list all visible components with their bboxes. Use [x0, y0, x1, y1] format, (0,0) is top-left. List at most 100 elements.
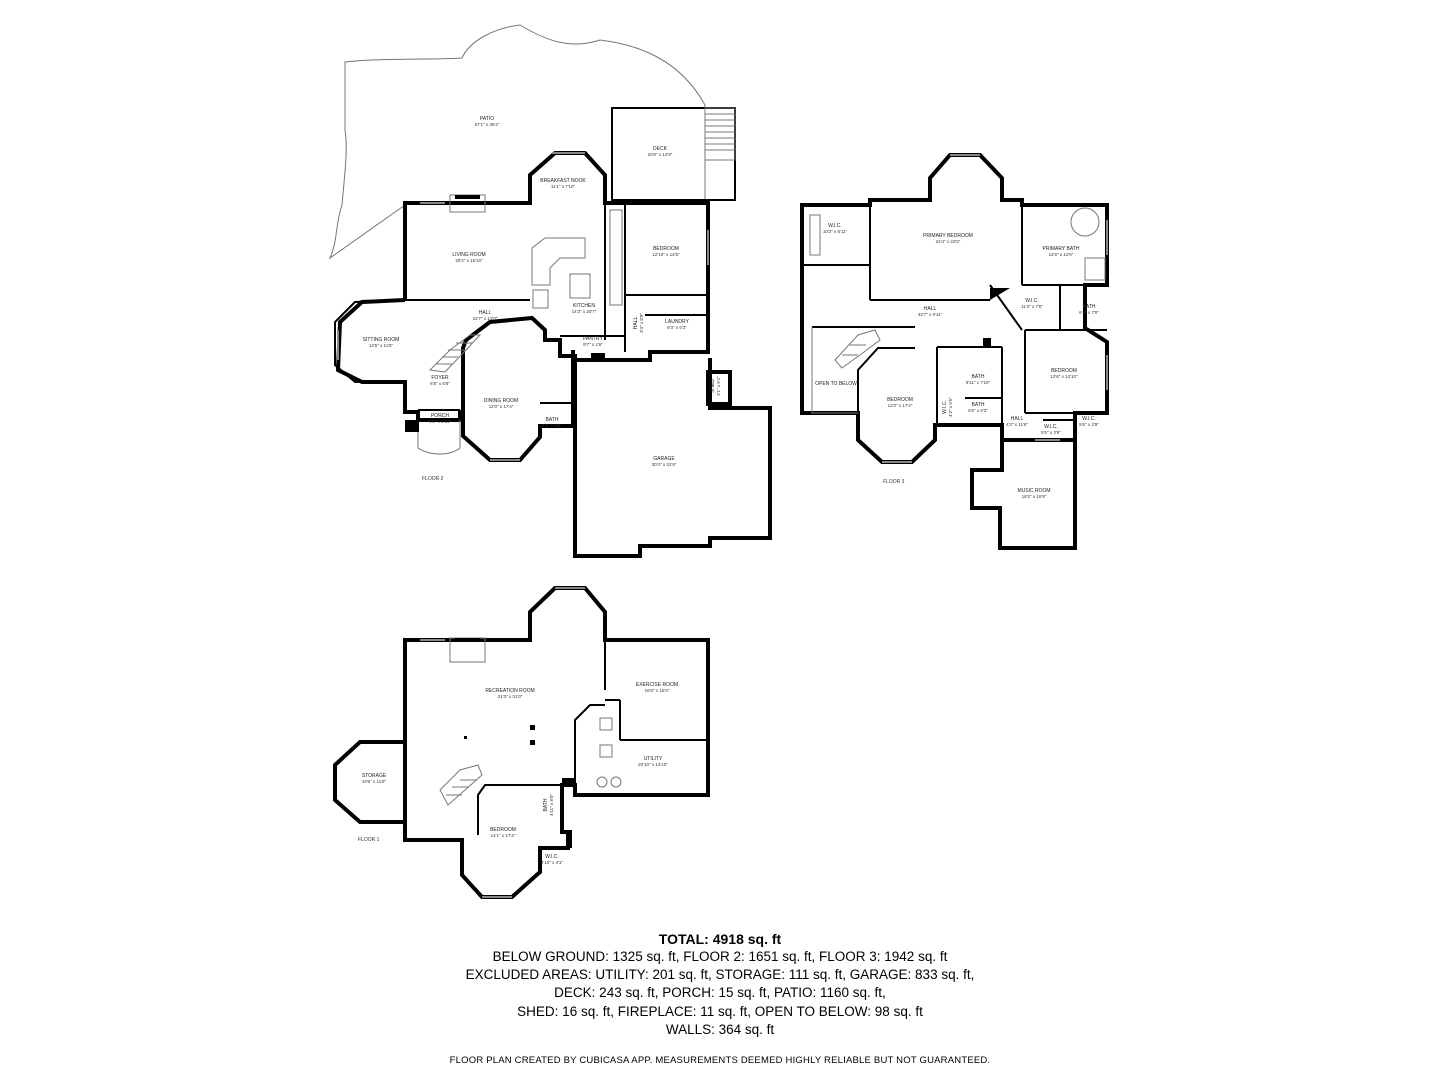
room-name: HALL [479, 310, 492, 316]
floor-3-windows [882, 154, 1108, 463]
room-dimensions: 5'5" x 5'3" [968, 408, 988, 413]
room-name: W.I.C. [828, 223, 842, 229]
floor-2-partitions [405, 203, 708, 411]
total-area: TOTAL: 4918 sq. ft [658, 931, 782, 947]
water-heater-2 [610, 776, 622, 788]
room-label-wic3e: W.I.C.5'6" x 3'9" [1079, 416, 1099, 427]
room-dimensions: 9'0" x 1'11" [429, 419, 451, 424]
room-dimensions: 12'6" x 12'10" [1050, 374, 1078, 379]
room-dimensions: 12'0" x 17'4" [489, 404, 514, 409]
hall-3-corner [990, 288, 1010, 300]
floor-2-windows [337, 152, 709, 461]
room-dimensions: 31'3" x 31'0" [498, 694, 523, 699]
room-name: UTILITY [644, 756, 663, 762]
floor-1-partitions [477, 640, 708, 849]
area-summary: TOTAL: 4918 sq. ft BELOW GROUND: 1325 sq… [0, 930, 1440, 1066]
primary-bath-tub [1070, 207, 1100, 237]
kitchen-fixtures [531, 209, 623, 309]
bedroom-3b-bay [857, 347, 915, 413]
music-room-walls [970, 440, 1077, 550]
room-name: FOYER [431, 375, 449, 381]
room-dimensions: 20'0" x 14'9" [648, 152, 673, 157]
room-dimensions: 24'4" x 22'6" [936, 239, 961, 244]
room-dimensions: 11'3" x 7'0" [1021, 304, 1043, 309]
floor-1-plan: FLOOR 1 [333, 586, 710, 899]
room-name: BEDROOM [653, 246, 679, 252]
summary-line-1: BELOW GROUND: 1325 sq. ft, FLOOR 2: 1651… [492, 949, 948, 964]
room-label-wic1: W.I.C.4'10" x 4'1" [541, 854, 564, 865]
room-dimensions: 12'6" x 12'6" [1049, 252, 1074, 257]
room-name: DECK [653, 146, 668, 152]
porch-outline [417, 420, 461, 455]
room-dimensions: 14'3" x 20'7" [572, 309, 597, 314]
column-2 [530, 740, 535, 745]
room-name: BEDROOM [887, 397, 913, 403]
shed-walls [706, 370, 732, 406]
room-name: W.I.C. [942, 400, 948, 414]
utility-fixture-1 [599, 717, 613, 731]
floor-plan-drawing: FLOOR 2 [328, 24, 1109, 899]
column-1 [530, 725, 535, 730]
room-name: MUSIC ROOM [1017, 488, 1050, 494]
room-label-wic3b: W.I.C.11'3" x 7'0" [1021, 298, 1043, 309]
room-name: BATH [1083, 304, 1096, 310]
room-name: STORAGE [362, 773, 387, 779]
summary-line-5: WALLS: 364 sq. ft [665, 1021, 775, 1037]
summary-line-3: DECK: 243 sq. ft, PORCH: 15 sq. ft, PATI… [554, 985, 886, 1001]
disclaimer: FLOOR PLAN CREATED BY CUBICASA APP. MEAS… [449, 1055, 991, 1067]
room-name: HALL [633, 317, 639, 330]
porch-step [405, 420, 419, 432]
room-dimensions: 57'1" x 36'4" [475, 122, 500, 127]
room-dimensions: 20'10" x 13'10" [638, 762, 668, 767]
room-name: BATH [546, 417, 559, 423]
room-name: BEDROOM [490, 827, 516, 833]
storage-walls [333, 740, 405, 824]
room-name: OPEN TO BELOW [815, 381, 857, 387]
room-dimensions: 10'2" x 6'11" [823, 229, 848, 234]
room-dimensions: 10'6" x 11'8" [362, 779, 387, 784]
room-name: KITCHEN [573, 303, 595, 309]
room-dimensions: 12'5" x 11'8" [369, 343, 394, 348]
room-dimensions: 5'6" x 3'9" [1079, 422, 1099, 427]
room-dimensions: 9'11" x 7'10" [966, 380, 991, 385]
sitting-room-bay [334, 299, 406, 383]
room-dimensions: 12'0" x 17'4" [888, 403, 913, 408]
room-dimensions: 30'4" x 31'9" [652, 462, 677, 467]
room-name: GARAGE [653, 456, 675, 462]
room-name: SITTING ROOM [363, 337, 400, 343]
room-name: PRIMARY BATH [1043, 246, 1080, 252]
floor-3-walls [800, 153, 1109, 464]
bath-1-block [566, 830, 572, 848]
room-name: BATH [543, 798, 549, 811]
room-dimensions: 9'7" x 2'6" [583, 342, 603, 347]
floor-3-stairs [834, 329, 881, 369]
deck-outline [611, 107, 736, 201]
room-name: PATIO [480, 116, 494, 122]
room-label-wic3a: W.I.C.10'2" x 6'11" [823, 223, 848, 234]
room-name: BREAKFAST NOOK [540, 178, 586, 184]
floor-1-stairs [439, 764, 483, 806]
room-dimensions: 12'10" x 14'5" [652, 252, 680, 257]
room-name: BATH [972, 374, 985, 380]
room-name: HALL [1011, 416, 1024, 422]
deck-stairs [704, 107, 736, 161]
floor-2-plan: FLOOR 2 [328, 24, 772, 558]
